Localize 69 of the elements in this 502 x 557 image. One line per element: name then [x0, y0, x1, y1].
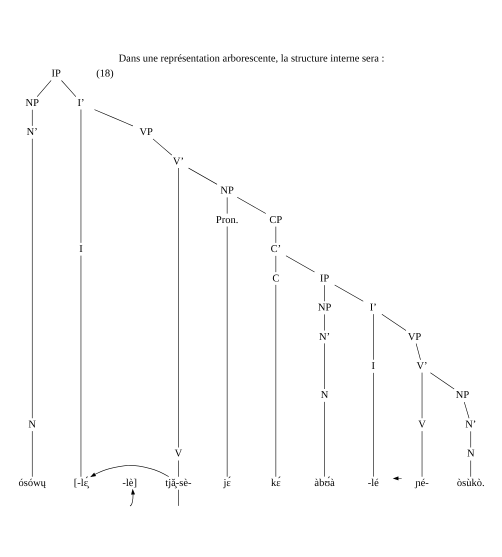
node-text: C — [272, 273, 279, 284]
node-text: N’ — [464, 419, 476, 430]
node-text: NP — [455, 390, 469, 402]
connector — [236, 197, 266, 214]
connector — [36, 80, 51, 97]
node-text: -lè] — [122, 478, 136, 489]
node-text: ósówų — [18, 478, 46, 489]
arrow — [392, 476, 402, 480]
node-text: VP — [138, 127, 152, 138]
node-text: VP — [407, 332, 421, 343]
connector — [415, 343, 420, 360]
diagram-title: Dans une représentation arborescente, la structure interne sera : — [118, 54, 384, 65]
node-text: I — [371, 360, 375, 372]
connector — [31, 138, 32, 419]
node-text: tjǎ̧-sè- — [164, 478, 192, 489]
connector — [470, 460, 471, 478]
node-text: V’ — [416, 360, 428, 372]
node-text: C’ — [270, 244, 281, 256]
node-text: V’ — [172, 156, 184, 168]
node-text: òsùkò. — [456, 478, 484, 489]
connector — [275, 284, 276, 478]
node-text: N — [28, 419, 36, 430]
connector — [372, 372, 374, 477]
connector — [152, 138, 172, 156]
node-text: I’ — [369, 302, 376, 314]
node-text: -lé — [367, 478, 378, 489]
connector — [463, 402, 469, 419]
node-text: V — [174, 448, 182, 460]
connector — [430, 372, 454, 390]
node-text: NP — [317, 302, 331, 314]
label: (18) — [96, 68, 114, 80]
node-text: jɛ́ — [222, 478, 230, 489]
connector — [60, 80, 76, 97]
arrow — [129, 488, 135, 506]
node-text: CP — [268, 214, 282, 226]
connector — [334, 284, 364, 302]
connector — [31, 430, 32, 478]
node-text: Pron. — [215, 214, 238, 226]
connector — [470, 431, 471, 448]
node-text: N’ — [26, 127, 38, 138]
connector — [372, 314, 374, 360]
node-text: NP — [25, 98, 38, 109]
node-text: N — [466, 448, 474, 460]
connector — [188, 168, 217, 185]
node-text: kɛ́ — [270, 478, 280, 489]
connector — [421, 372, 422, 419]
connector — [275, 256, 276, 272]
node-text: N’ — [318, 332, 330, 343]
node-text: I — [78, 244, 82, 256]
node-text: àbʊ́à — [314, 478, 334, 489]
connector — [31, 109, 32, 126]
node-text: IP — [51, 68, 60, 80]
node-text: IP — [319, 273, 329, 284]
node-text: N — [320, 390, 328, 402]
connector — [80, 255, 81, 478]
connector — [285, 255, 314, 272]
node-text: NP — [220, 186, 234, 197]
node-text: ɲé- — [414, 478, 428, 489]
arrow — [90, 465, 169, 478]
connector — [94, 109, 133, 126]
connector — [226, 197, 227, 214]
connector — [226, 226, 227, 478]
node-text: V — [418, 419, 426, 430]
connector — [275, 226, 276, 244]
connector — [381, 314, 406, 331]
connector — [80, 109, 81, 244]
node-text: I’ — [76, 98, 84, 109]
node-text: [-lɛ̧́ — [73, 478, 88, 489]
connector — [421, 430, 422, 478]
